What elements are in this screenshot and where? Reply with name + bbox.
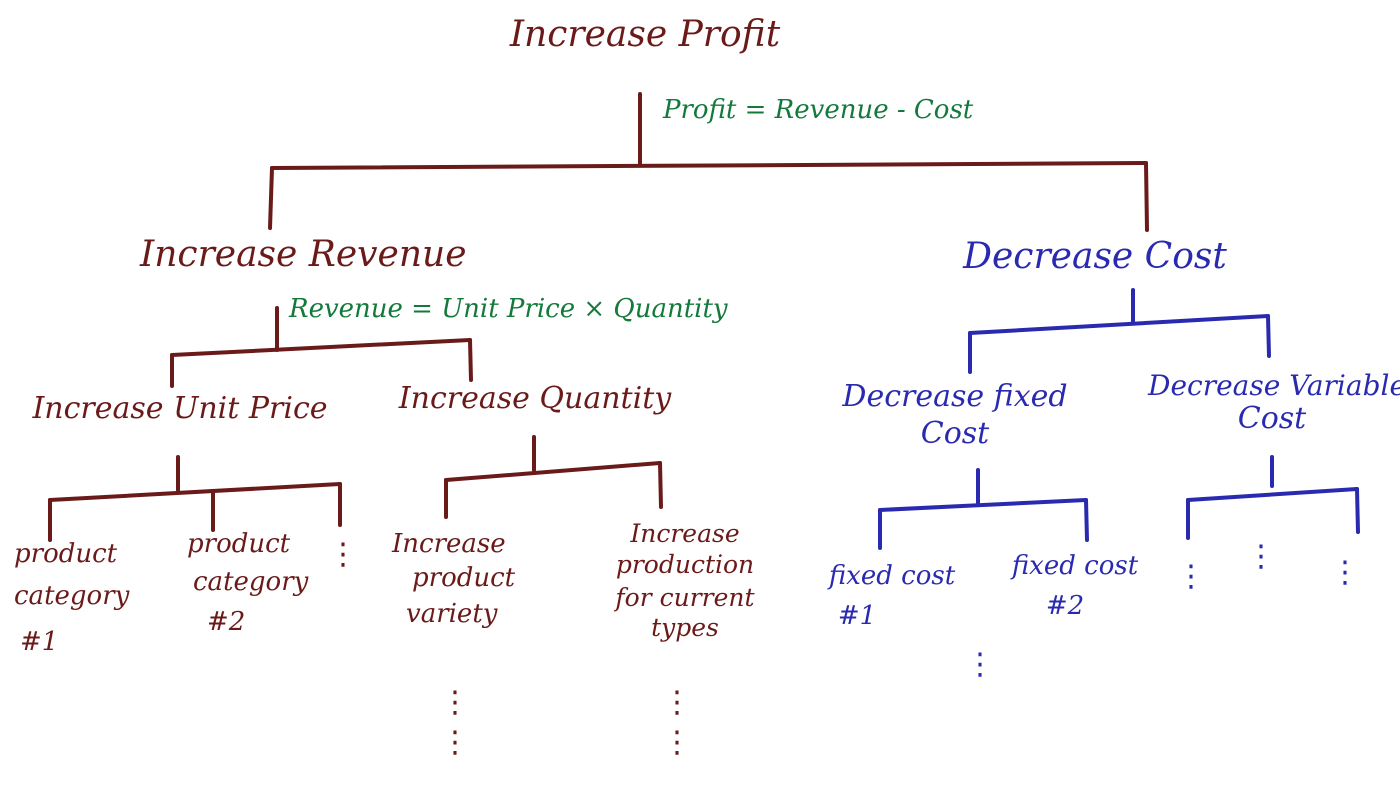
connector-revenue-bar bbox=[170, 338, 472, 357]
connector-revenue-drop bbox=[268, 166, 274, 230]
ellipsis-variety-more-1: ⋮ bbox=[440, 685, 470, 720]
node-increase-unit-price: Increase Unit Price bbox=[32, 391, 328, 426]
node-fixed-cost-1: fixed cost #1 bbox=[812, 561, 972, 632]
fixed-cost-line2: Cost bbox=[920, 415, 990, 451]
product-variety-line2: product bbox=[412, 562, 516, 593]
node-fixed-cost-2: fixed cost #2 bbox=[995, 551, 1155, 622]
fixed-cost-2-line2: #2 bbox=[1045, 590, 1085, 621]
ellipsis-variety-more-2: ⋮ bbox=[440, 725, 470, 760]
formula-profit: Profit = Revenue - Cost bbox=[663, 95, 974, 125]
production-line4: types bbox=[651, 613, 719, 643]
fixed-cost-1-line2: #1 bbox=[837, 600, 877, 631]
production-line2: production bbox=[615, 549, 755, 579]
product-category-2-line1: product bbox=[187, 529, 291, 559]
connector-fixed-2-drop bbox=[1084, 498, 1089, 542]
node-product-category-1: product category #1 bbox=[14, 539, 174, 658]
connector-fixed-bar bbox=[878, 498, 1088, 512]
connector-quantity-bar bbox=[444, 461, 662, 482]
connector-unit-price-bar bbox=[48, 482, 342, 502]
ellipsis-production-more-1: ⋮ bbox=[662, 685, 692, 720]
production-line3: for current bbox=[615, 582, 755, 612]
connector-cost-bar bbox=[968, 314, 1270, 335]
ellipsis-variable-more-1: ⋮ bbox=[1176, 559, 1206, 594]
fixed-cost-line1: Decrease fixed bbox=[842, 379, 1068, 414]
production-line1: Increase bbox=[630, 519, 740, 548]
product-category-1-line2: category bbox=[14, 580, 130, 611]
connector-quantity-drop bbox=[468, 338, 473, 382]
connector-cost-drop bbox=[1144, 161, 1149, 232]
ellipsis-variable-more-3: ⋮ bbox=[1330, 555, 1360, 590]
node-decrease-cost: Decrease Cost bbox=[963, 236, 1227, 277]
variable-cost-line1: Decrease Variable bbox=[1148, 369, 1400, 402]
ellipsis-fixed-cost-2-more: ⋮ bbox=[965, 647, 995, 682]
product-category-2-line3: #2 bbox=[207, 606, 246, 637]
ellipsis-variable-more-2: ⋮ bbox=[1246, 539, 1276, 574]
connector-variable-bar bbox=[1186, 487, 1359, 502]
node-increase-quantity: Increase Quantity bbox=[398, 381, 672, 416]
fixed-cost-1-line1: fixed cost bbox=[828, 561, 956, 591]
connector-variable-3-drop bbox=[1355, 487, 1360, 534]
ellipsis-production-more-2: ⋮ bbox=[662, 725, 692, 760]
node-decrease-variable-cost: Decrease Variable Cost bbox=[1148, 369, 1400, 437]
node-increase-product-variety: Increase product variety bbox=[392, 529, 552, 630]
node-product-category-2: product category #2 bbox=[187, 529, 347, 638]
formula-revenue: Revenue = Unit Price × Quantity bbox=[289, 294, 728, 324]
node-increase-production: Increase production for current types bbox=[600, 519, 770, 643]
variable-cost-line2: Cost bbox=[1237, 401, 1307, 437]
fixed-cost-2-line1: fixed cost bbox=[1011, 551, 1139, 581]
connector-root-bar bbox=[270, 161, 1148, 170]
product-category-1-line3: #1 bbox=[20, 626, 59, 657]
product-variety-line1: Increase bbox=[392, 529, 506, 559]
product-category-1-line1: product bbox=[14, 539, 118, 569]
product-variety-line3: variety bbox=[406, 598, 498, 629]
product-category-2-line2: category bbox=[193, 566, 309, 597]
connector-variable-drop bbox=[1266, 314, 1271, 358]
ellipsis-unit-price-more: ⋮ bbox=[328, 537, 358, 572]
connector-production-drop bbox=[658, 461, 663, 509]
node-increase-revenue: Increase Revenue bbox=[140, 234, 467, 275]
node-increase-profit: Increase Profit bbox=[509, 14, 781, 55]
node-decrease-fixed-cost: Decrease fixed Cost bbox=[835, 379, 1075, 451]
